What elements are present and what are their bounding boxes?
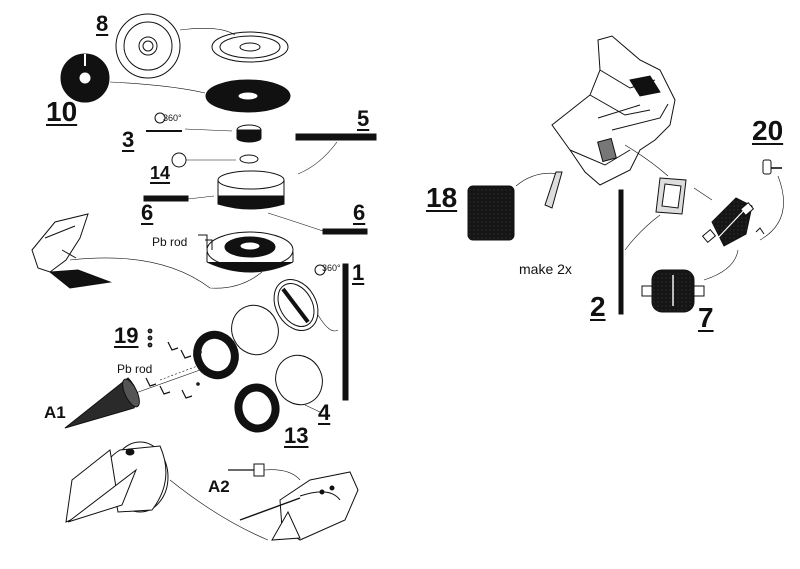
label-part-1: 1	[352, 260, 365, 285]
note-360-top: 360°	[163, 113, 182, 123]
label-part-14: 14	[150, 163, 171, 183]
part-small-assembly	[31, 213, 263, 289]
part-A1-cone	[64, 377, 140, 429]
part-4-circle-a	[231, 304, 279, 356]
part-20-pin	[762, 159, 782, 175]
part-19-ring	[193, 330, 239, 380]
note-make-2x: make 2x	[519, 261, 572, 277]
note-pb-rod-lower: Pb rod	[117, 362, 153, 376]
part-19-pieces	[145, 328, 202, 399]
part-2-rod	[618, 189, 624, 315]
part-7-mesh	[641, 269, 705, 313]
cylinder-band	[217, 170, 285, 210]
part-A2-rod	[228, 463, 301, 481]
label-part-A1: A1	[44, 403, 66, 422]
note-360-mid: 360°	[322, 263, 341, 273]
label-part-5: 5	[357, 106, 370, 131]
part-18-panel	[467, 185, 515, 241]
part-1-rod	[342, 263, 349, 401]
part-13-ring	[234, 383, 280, 433]
part-1-tube	[273, 279, 319, 331]
label-part-13: 13	[284, 423, 309, 448]
label-part-6-right: 6	[353, 200, 366, 225]
part-4-circle-b	[275, 354, 323, 406]
label-part-18: 18	[426, 182, 458, 213]
label-part-20: 20	[752, 115, 784, 146]
part-8-placed	[211, 31, 289, 63]
part-8-ring	[115, 13, 181, 79]
label-part-4: 4	[318, 400, 331, 425]
label-part-8: 8	[96, 11, 109, 36]
part-10-disk	[60, 53, 110, 103]
label-part-2: 2	[590, 291, 606, 322]
base-assembly	[206, 231, 294, 273]
label-part-3: 3	[122, 127, 135, 152]
label-part-10: 10	[46, 96, 78, 127]
label-part-19: 19	[114, 323, 139, 348]
fuselage-section	[551, 35, 676, 186]
part-7-placed	[701, 197, 755, 247]
note-pb-rod-upper: Pb rod	[152, 235, 188, 249]
part-6-strip-left	[143, 195, 189, 202]
label-part-6-left: 6	[141, 200, 154, 225]
label-part-7: 7	[698, 302, 714, 333]
part-10-placed	[205, 79, 291, 113]
label-part-A2: A2	[208, 477, 230, 496]
part-3-ring	[236, 124, 262, 143]
part-6-strip-right	[322, 228, 368, 235]
engine-housing	[239, 471, 359, 541]
bottom-cone-assembly	[65, 441, 169, 523]
part-5-strip	[295, 133, 377, 141]
